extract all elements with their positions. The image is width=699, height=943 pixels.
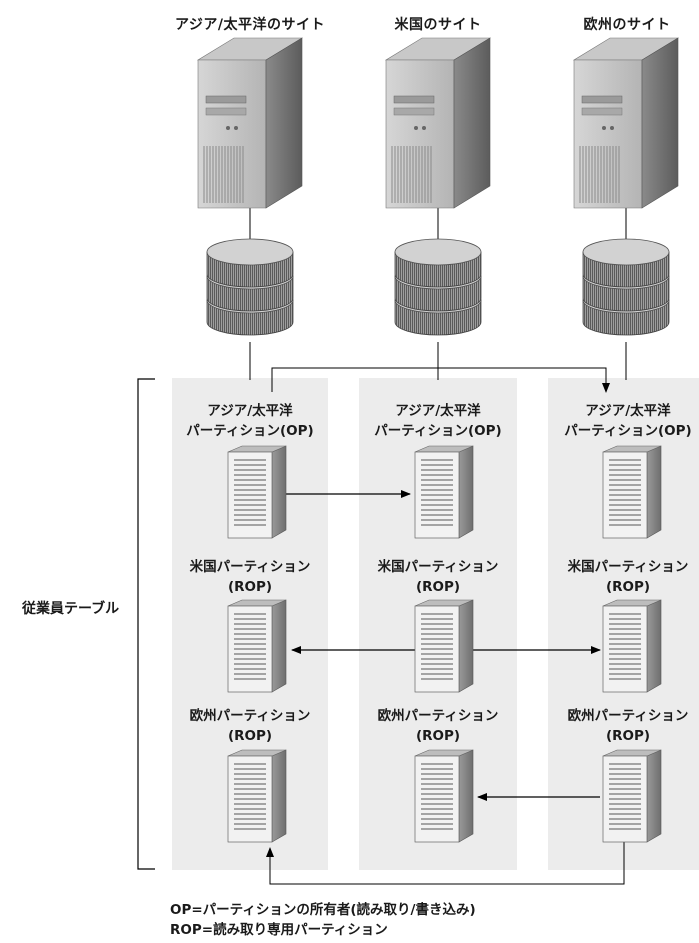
label-eu-partition: 欧州パーティション (ROP) (567, 708, 689, 744)
site-title-us: 米国のサイト (394, 17, 482, 33)
label-eu-partition: 欧州パーティション (ROP) (377, 708, 499, 744)
label-asia-partition: アジア/太平洋 パーティション(OP) (564, 403, 692, 439)
site-title-eu: 欧州のサイト (583, 17, 671, 33)
employee-table-label: 従業員テーブル (22, 601, 120, 617)
server-icon-us (384, 37, 492, 209)
label-us-partition: 米国パーティション (ROP) (377, 559, 499, 595)
server-icon-asia (196, 37, 304, 209)
database-icon-asia (206, 238, 294, 336)
partition-doc-asia-eu (227, 749, 287, 843)
label-asia-partition: アジア/太平洋 パーティション(OP) (374, 403, 502, 439)
table-bracket (137, 378, 155, 870)
database-icon-us (394, 238, 482, 336)
partition-doc-asia-asia (227, 445, 287, 539)
label-asia-partition: アジア/太平洋 パーティション(OP) (186, 403, 314, 439)
partition-doc-eu-asia (602, 445, 662, 539)
label-us-partition: 米国パーティション (ROP) (189, 559, 311, 595)
partition-doc-us-us (414, 599, 474, 693)
partition-doc-asia-us (227, 599, 287, 693)
legend-op: OP=パーティションの所有者(読み取り/書き込み) (170, 902, 476, 918)
label-eu-partition: 欧州パーティション (ROP) (189, 708, 311, 744)
server-icon-eu (572, 37, 680, 209)
arrow-eu-op-to-asia (266, 840, 625, 885)
site-title-asia: アジア/太平洋のサイト (174, 17, 326, 33)
partition-doc-us-eu (414, 749, 474, 843)
legend-rop: ROP=読み取り専用パーティション (170, 922, 388, 938)
partition-doc-us-asia (414, 445, 474, 539)
arrow-asia-op-to-eu (271, 367, 610, 393)
partition-doc-eu-eu (602, 749, 662, 843)
label-us-partition: 米国パーティション (ROP) (567, 559, 689, 595)
partition-doc-eu-us (602, 599, 662, 693)
database-icon-eu (582, 238, 670, 336)
